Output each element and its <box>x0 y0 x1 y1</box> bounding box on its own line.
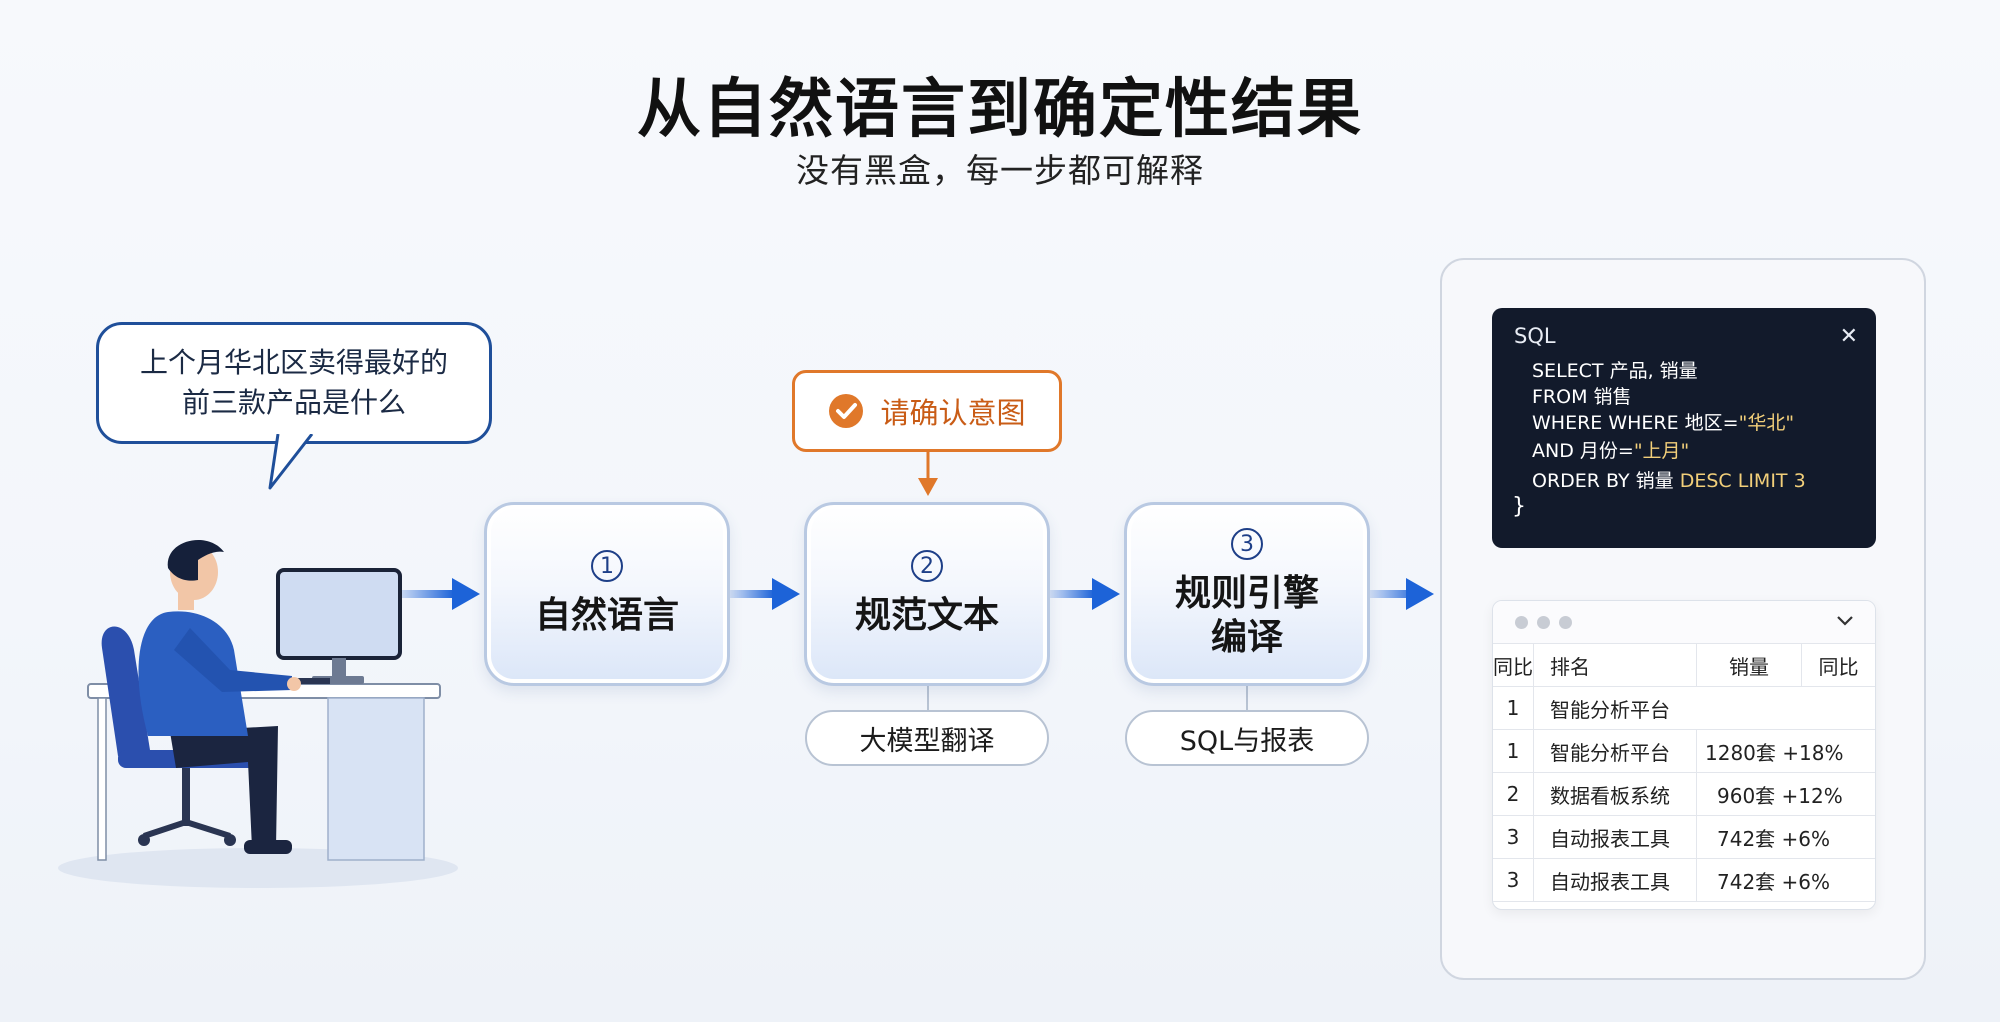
sql-literal: DESC LIMIT 3 <box>1679 470 1806 492</box>
table-row: 3 自动报表工具 742套 +6% <box>1493 858 1875 902</box>
table-row: 1 智能分析平台 1280套 +18% <box>1493 729 1875 773</box>
step-note-sql-report: SQL与报表 <box>1125 710 1369 766</box>
sql-code: ORDER BY 销量 <box>1532 470 1674 492</box>
close-icon[interactable]: ✕ <box>1839 324 1858 349</box>
confirm-intent-label: 请确认意图 <box>880 396 1026 430</box>
table-row: 1 智能分析平台 <box>1493 686 1875 730</box>
sql-line: WHERE WHERE 地区="华北" <box>1532 408 1794 435</box>
table-card-header <box>1493 601 1875 644</box>
result-table-card: 同比 排名 销量 同比 1 智能分析平台 1 智能分析平台 1280套 +18%… <box>1492 600 1876 910</box>
column-header: 同比 <box>1801 644 1875 687</box>
row-index: 3 <box>1493 858 1534 902</box>
table-header-row: 同比 排名 销量 同比 <box>1493 644 1875 687</box>
table-row: 3 自动报表工具 742套 +6% <box>1493 815 1875 859</box>
row-index: 3 <box>1493 815 1534 859</box>
arrow-step1-to-step2 <box>730 578 800 610</box>
page-title: 从自然语言到确定性结果 <box>637 73 1363 147</box>
sql-literal: "上月" <box>1633 440 1690 462</box>
step-number-badge: 3 <box>1231 528 1263 560</box>
step-rule-engine-compile: 3 规则引擎 编译 <box>1124 502 1370 686</box>
step-normalized-text: 2 规范文本 <box>804 502 1050 686</box>
confirm-intent-box[interactable]: 请确认意图 <box>792 370 1062 452</box>
step-natural-language: 1 自然语言 <box>484 502 730 686</box>
chevron-down-icon[interactable] <box>1835 609 1855 633</box>
row-yoy: +18% <box>1782 740 1844 765</box>
row-sales: 960套 <box>1717 783 1776 808</box>
column-header: 排名 <box>1533 644 1697 687</box>
step-label: 规范文本 <box>854 595 999 636</box>
row-product-name: 智能分析平台 <box>1533 729 1697 773</box>
step-label: 规则引擎 编译 <box>1175 572 1319 660</box>
sql-line: AND 月份="上月" <box>1532 436 1689 463</box>
row-sales-yoy: 742套 +6% <box>1696 815 1875 859</box>
arrow-person-to-step1 <box>398 578 480 610</box>
row-yoy: +12% <box>1781 783 1843 808</box>
row-sales: 742套 <box>1717 869 1776 894</box>
sql-code-window: SQL ✕ SELECT 产品, 销量 FROM 销售 WHERE WHERE … <box>1492 308 1876 548</box>
page-subtitle: 没有黑盒，每一步都可解释 <box>796 151 1204 190</box>
window-dot-icon <box>1515 616 1528 629</box>
bubble-tail <box>268 434 314 490</box>
column-header: 同比 <box>1493 644 1534 687</box>
question-line-1: 上个月华北区卖得最好的 <box>139 346 448 379</box>
question-bubble: 上个月华北区卖得最好的 前三款产品是什么 <box>96 322 492 444</box>
sql-code: WHERE WHERE 地区= <box>1532 412 1739 434</box>
table-row: 2 数据看板系统 960套 +12% <box>1493 772 1875 816</box>
row-index: 2 <box>1493 772 1534 816</box>
result-table: 同比 排名 销量 同比 1 智能分析平台 1 智能分析平台 1280套 +18%… <box>1493 644 1875 902</box>
row-sales: 1280套 <box>1705 740 1776 765</box>
column-header: 销量 <box>1696 644 1802 687</box>
window-dot-icon <box>1537 616 1550 629</box>
sql-literal: "华北" <box>1738 412 1795 434</box>
row-yoy: +6% <box>1781 826 1831 851</box>
step-label-line-2: 编译 <box>1210 617 1283 658</box>
row-sales: 742套 <box>1717 826 1776 851</box>
row-sales-yoy: 1280套 +18% <box>1696 729 1875 773</box>
person-at-computer-illustration <box>58 540 458 888</box>
row-product-name: 智能分析平台 <box>1533 686 1875 730</box>
row-product-name: 自动报表工具 <box>1533 815 1697 859</box>
row-product-name: 自动报表工具 <box>1533 858 1697 902</box>
sql-closing-brace: } <box>1512 494 1526 519</box>
step-note-llm-translate: 大模型翻译 <box>805 710 1049 766</box>
row-product-name: 数据看板系统 <box>1533 772 1697 816</box>
row-yoy: +6% <box>1781 869 1831 894</box>
sql-window-title: SQL <box>1514 324 1556 348</box>
row-index: 1 <box>1493 686 1534 730</box>
arrow-step3-to-panel <box>1370 578 1434 610</box>
arrow-confirm-to-step2 <box>918 452 938 496</box>
step-number-badge: 2 <box>911 550 943 582</box>
arrow-step2-to-step3 <box>1050 578 1120 610</box>
step-label: 自然语言 <box>534 595 679 636</box>
sql-line: FROM 销售 <box>1532 386 1632 408</box>
sql-line: SELECT 产品, 销量 <box>1532 360 1698 382</box>
row-sales-yoy: 742套 +6% <box>1696 858 1875 902</box>
sql-code: AND 月份= <box>1532 440 1634 462</box>
sql-line: ORDER BY 销量 DESC LIMIT 3 <box>1532 466 1806 493</box>
check-circle-icon <box>829 394 864 428</box>
question-line-2: 前三款产品是什么 <box>181 386 406 419</box>
window-dot-icon <box>1559 616 1572 629</box>
row-index: 1 <box>1493 729 1534 773</box>
row-sales-yoy: 960套 +12% <box>1696 772 1875 816</box>
step-label-line-1: 规则引擎 <box>1174 573 1319 614</box>
step-number-badge: 1 <box>591 550 623 582</box>
